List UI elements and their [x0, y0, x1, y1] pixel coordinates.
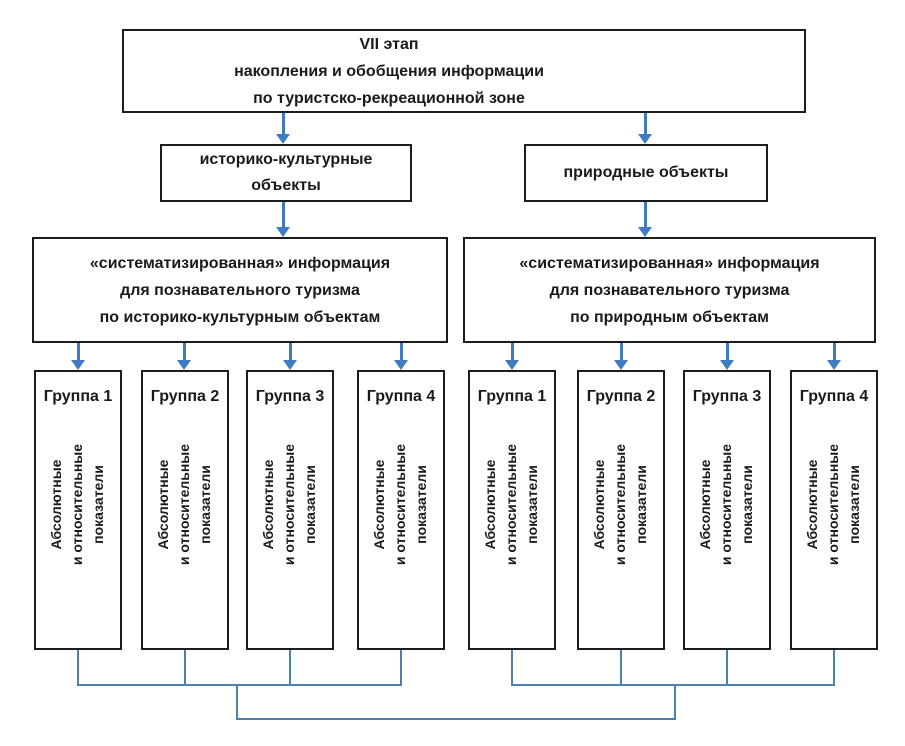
indicator-line: показатели: [302, 464, 319, 544]
indicator-line: и относительные: [392, 443, 409, 565]
connector-line: [511, 684, 835, 686]
indicator-line: Абсолютные: [804, 459, 821, 549]
connector-line: [184, 650, 186, 686]
arrow-info-to-group-icon: [177, 343, 191, 370]
indicator-line: показатели: [413, 464, 430, 544]
connector-line: [77, 684, 402, 686]
group-label: Группа 2: [150, 388, 220, 405]
category-line: объекты: [251, 177, 321, 194]
connector-line: [236, 684, 238, 720]
group-label: Группа 3: [692, 388, 762, 405]
group-label: Группа 1: [43, 388, 113, 405]
info-line: по природным объектам: [570, 308, 769, 326]
indicator-line: Абсолютные: [260, 459, 277, 549]
connector-line: [400, 650, 402, 686]
connector-line: [77, 650, 79, 686]
indicator-line: показатели: [633, 464, 650, 544]
indicator-text-wrap: Абсолютные и относительные показатели: [248, 406, 332, 648]
indicator-line: и относительные: [825, 443, 842, 565]
info-line: для познавательного туризма: [120, 281, 360, 299]
group-box-left-1: Группа 1 Абсолютные и относительные пока…: [34, 370, 122, 650]
group-box-left-4: Группа 4 Абсолютные и относительные пока…: [357, 370, 445, 650]
group-box-right-3: Группа 3 Абсолютные и относительные пока…: [683, 370, 771, 650]
indicator-line: Абсолютные: [155, 459, 172, 549]
indicator-text-wrap: Абсолютные и относительные показатели: [143, 406, 227, 648]
arrow-info-to-group-icon: [720, 343, 734, 370]
group-label: Группа 4: [799, 388, 869, 405]
indicator-line: показатели: [197, 464, 214, 544]
indicator-line: и относительные: [69, 443, 86, 565]
indicator-line: Абсолютные: [697, 459, 714, 549]
indicator-text-wrap: Абсолютные и относительные показатели: [470, 406, 554, 648]
connector-line: [511, 650, 513, 686]
indicator-line: и относительные: [718, 443, 735, 565]
indicator-line: показатели: [524, 464, 541, 544]
arrow-info-to-group-icon: [394, 343, 408, 370]
category-line: историко-культурные: [199, 151, 373, 168]
connector-line: [289, 650, 291, 686]
indicator-text-wrap: Абсолютные и относительные показатели: [685, 406, 769, 648]
info-line: для познавательного туризма: [549, 281, 790, 299]
arrow-info-to-group-icon: [827, 343, 841, 370]
arrow-root-to-natural-icon: [638, 113, 652, 144]
indicator-text-wrap: Абсолютные и относительные показатели: [36, 406, 120, 648]
indicator-line: и относительные: [281, 443, 298, 565]
connector-line: [236, 718, 676, 720]
root-stage-line: накопления и обобщения информации: [234, 62, 544, 80]
category-line: природные объекты: [563, 164, 729, 181]
info-line: «систематизированная» информация: [519, 254, 820, 272]
root-stage-line: по туристско-рекреационной зоне: [253, 89, 525, 107]
group-box-left-3: Группа 3 Абсолютные и относительные пока…: [246, 370, 334, 650]
indicator-line: и относительные: [612, 443, 629, 565]
indicator-text-wrap: Абсолютные и относительные показатели: [359, 406, 443, 648]
natural-objects-box: природные объекты: [524, 144, 768, 202]
group-label: Группа 2: [586, 388, 656, 405]
group-box-right-2: Группа 2 Абсолютные и относительные пока…: [577, 370, 665, 650]
arrow-root-to-historical-icon: [276, 113, 290, 144]
arrow-info-to-group-icon: [505, 343, 519, 370]
group-box-left-2: Группа 2 Абсолютные и относительные пока…: [141, 370, 229, 650]
indicator-line: показатели: [90, 464, 107, 544]
arrow-info-to-group-icon: [614, 343, 628, 370]
indicator-line: показатели: [846, 464, 863, 544]
historical-cultural-objects-box: историко-культурные объекты: [160, 144, 412, 202]
info-line: по историко-культурным объектам: [99, 308, 381, 326]
indicator-text-wrap: Абсолютные и относительные показатели: [792, 406, 876, 648]
connector-line: [833, 650, 835, 686]
indicator-line: и относительные: [503, 443, 520, 565]
arrow-info-to-group-icon: [71, 343, 85, 370]
indicator-line: показатели: [739, 464, 756, 544]
root-stage-box: VII этап накопления и обобщения информац…: [122, 29, 806, 113]
group-box-right-4: Группа 4 Абсолютные и относительные пока…: [790, 370, 878, 650]
systematized-info-historical-box: «систематизированная» информация для поз…: [32, 237, 448, 343]
indicator-text-wrap: Абсолютные и относительные показатели: [579, 406, 663, 648]
connector-line: [726, 650, 728, 686]
systematized-info-natural-box: «систематизированная» информация для поз…: [463, 237, 876, 343]
indicator-line: Абсолютные: [482, 459, 499, 549]
indicator-line: и относительные: [176, 443, 193, 565]
indicator-line: Абсолютные: [48, 459, 65, 549]
indicator-line: Абсолютные: [371, 459, 388, 549]
info-line: «систематизированная» информация: [89, 254, 391, 272]
indicator-line: Абсолютные: [591, 459, 608, 549]
arrow-historical-to-info-icon: [276, 202, 290, 237]
group-label: Группа 3: [255, 388, 325, 405]
group-label: Группа 1: [477, 388, 547, 405]
connector-line: [620, 650, 622, 686]
root-stage-line: VII этап: [359, 35, 419, 53]
group-label: Группа 4: [366, 388, 436, 405]
group-box-right-1: Группа 1 Абсолютные и относительные пока…: [468, 370, 556, 650]
connector-line: [674, 684, 676, 720]
arrow-info-to-group-icon: [283, 343, 297, 370]
arrow-natural-to-info-icon: [638, 202, 652, 237]
